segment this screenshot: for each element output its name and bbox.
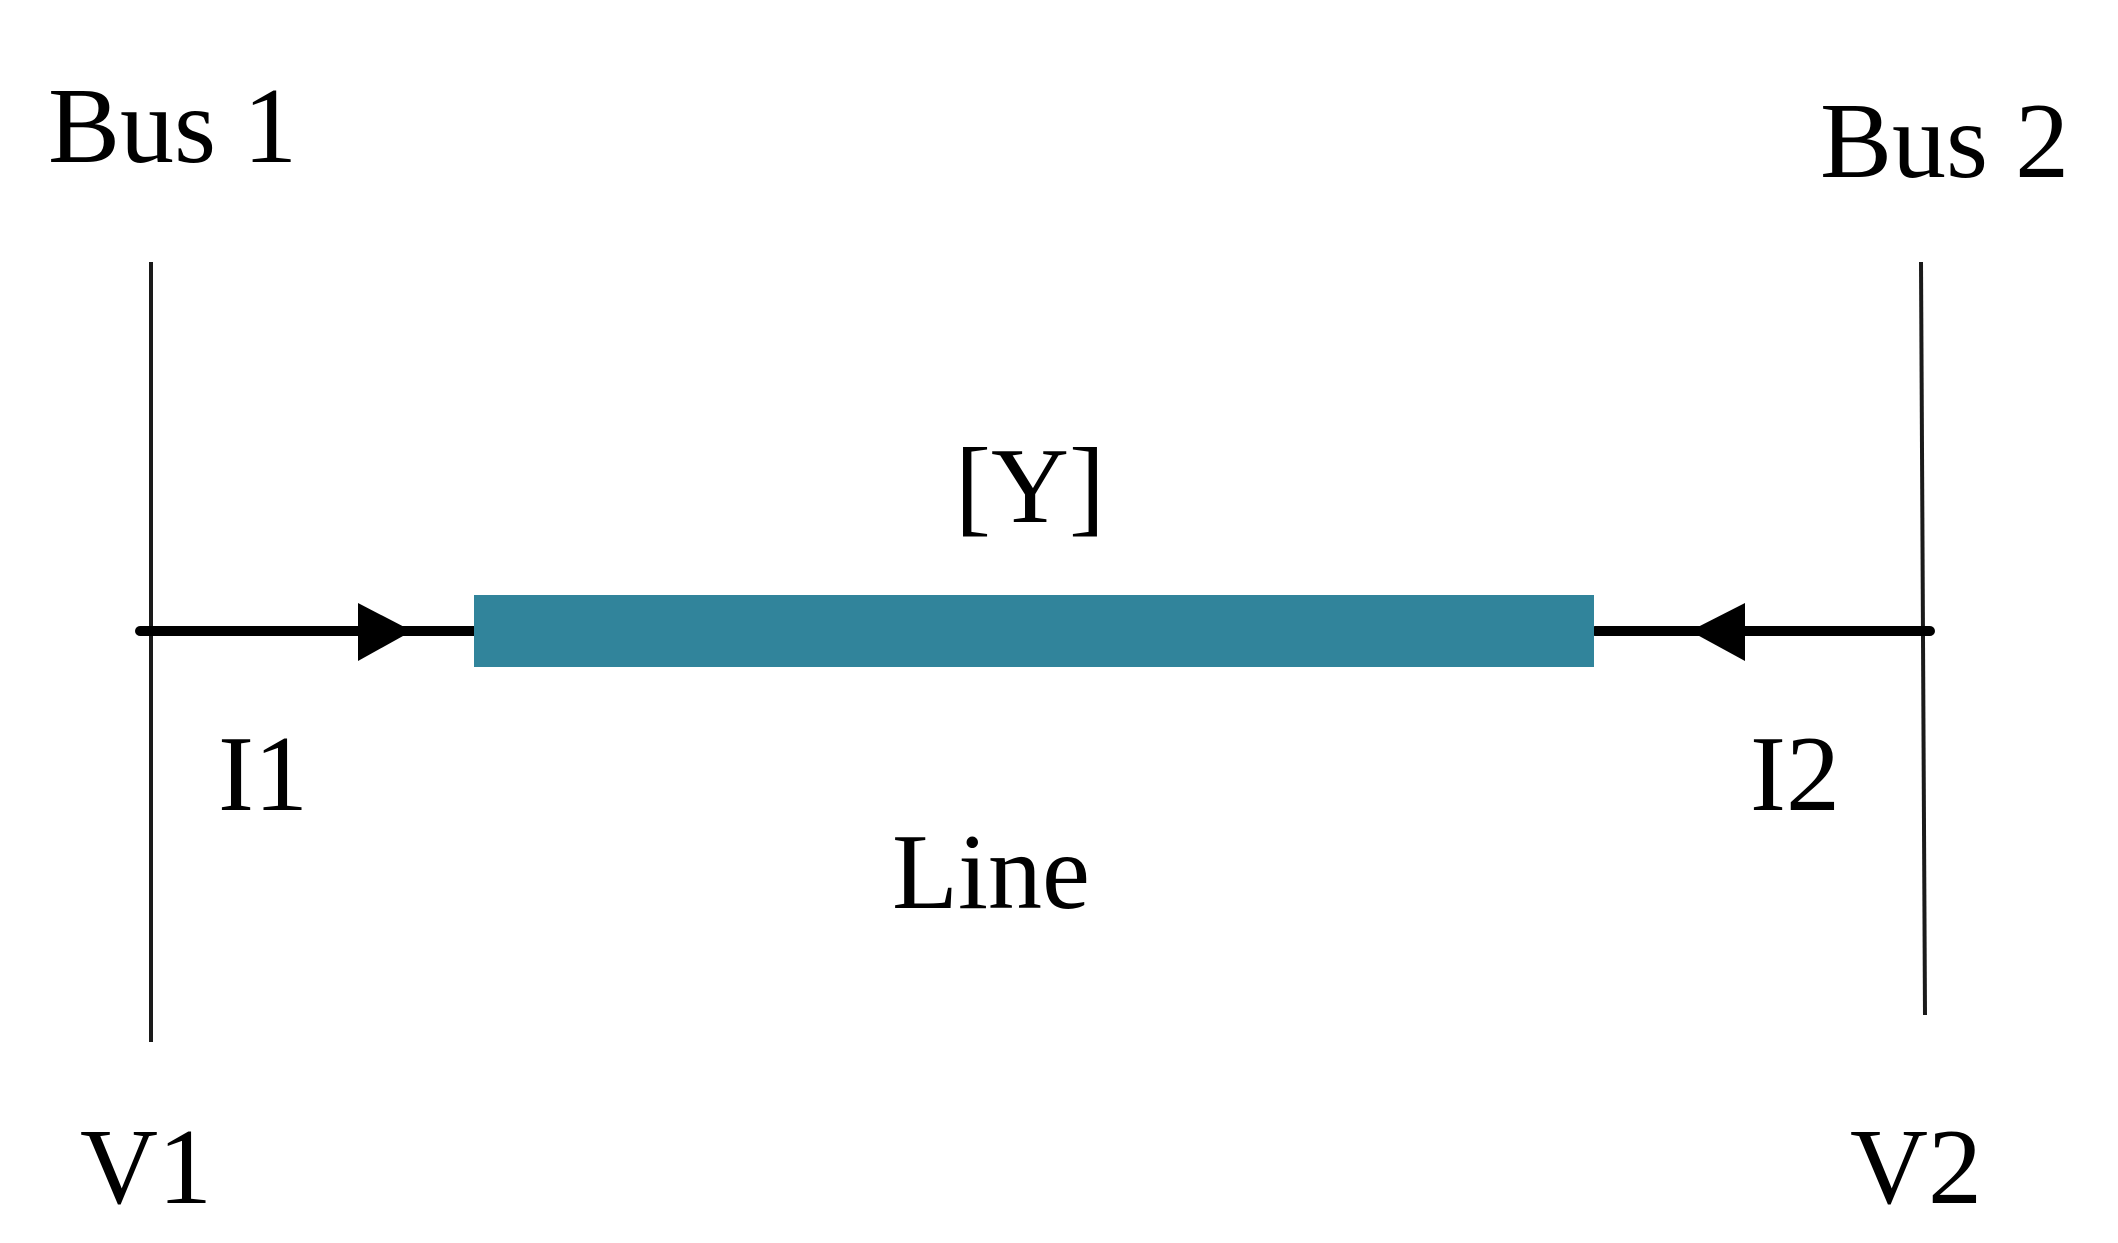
bus2-bar [1919,261,1927,1016]
admittance-label: [Y] [955,427,1105,546]
current1-arrow-icon [358,603,412,661]
current1-label: I1 [218,715,308,834]
line-label: Line [892,813,1090,932]
current2-label: I2 [1750,715,1840,834]
current2-arrow-head [1690,603,1745,661]
voltage1-label: V1 [80,1108,212,1227]
line-block [474,595,1594,667]
bus1-label: Bus 1 [48,67,297,186]
voltage2-label: V2 [1850,1108,1982,1227]
bus2-label: Bus 2 [1820,82,2069,201]
